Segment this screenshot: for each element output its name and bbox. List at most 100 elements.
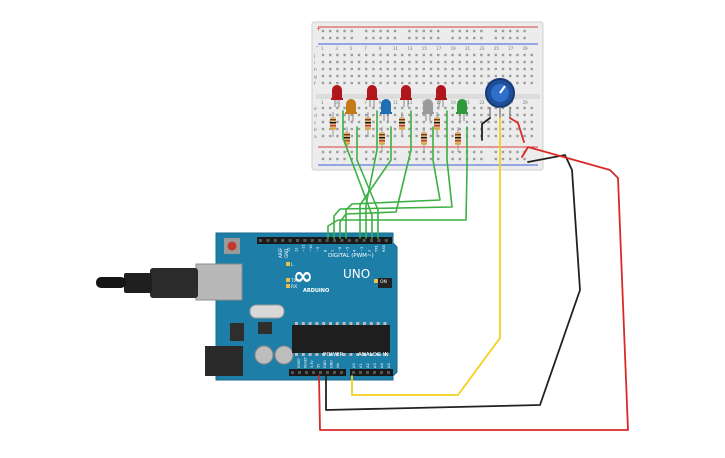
green-wire[interactable] xyxy=(365,110,378,239)
chip-pin xyxy=(342,353,346,356)
resistor[interactable] xyxy=(455,127,461,152)
resistor[interactable] xyxy=(379,127,385,152)
black-wire-ground[interactable] xyxy=(325,154,581,411)
green-wire[interactable] xyxy=(356,126,379,239)
led[interactable] xyxy=(456,99,468,121)
breadboard-hole xyxy=(329,29,332,33)
breadboard-hole xyxy=(480,150,483,154)
breadboard-hole xyxy=(451,53,454,57)
breadboard-hole xyxy=(321,157,325,161)
breadboard-hole xyxy=(415,36,418,40)
breadboard-hole xyxy=(509,60,512,64)
breadboard-hole xyxy=(429,157,433,161)
resistor[interactable] xyxy=(365,112,371,137)
breadboard-hole xyxy=(336,150,339,154)
breadboard-hole xyxy=(379,120,382,124)
power-pin-label: RESET xyxy=(304,356,308,368)
breadboard-hole xyxy=(509,127,512,131)
digital-pin-label: 2 xyxy=(367,250,371,252)
led-body xyxy=(381,99,391,113)
breadboard-hole xyxy=(379,150,382,154)
breadboard-hole xyxy=(523,67,526,71)
breadboard-row-letter: g xyxy=(314,75,317,80)
resistor[interactable] xyxy=(434,112,440,137)
led[interactable] xyxy=(400,85,412,107)
breadboard-hole xyxy=(336,81,339,85)
header-pin xyxy=(288,239,292,242)
breadboard-hole xyxy=(465,36,469,40)
breadboard-row-letter: d xyxy=(314,113,317,119)
header-pin xyxy=(384,239,388,242)
green-wire[interactable] xyxy=(342,110,373,239)
reset-button-cap[interactable] xyxy=(227,241,237,251)
green-wire[interactable] xyxy=(333,110,453,239)
resistor[interactable] xyxy=(399,112,405,137)
breadboard-hole xyxy=(365,74,368,78)
breadboard-hole xyxy=(530,106,533,110)
breadboard-hole xyxy=(386,81,389,85)
breadboard-column-number: 11 xyxy=(393,46,399,51)
arduino-brand-label: ARDUINO xyxy=(303,288,329,294)
resistor[interactable] xyxy=(421,127,427,152)
led[interactable] xyxy=(380,99,392,121)
breadboard-hole xyxy=(465,67,469,71)
breadboard-hole xyxy=(372,157,375,161)
breadboard-hole xyxy=(473,67,476,71)
header-pin xyxy=(333,371,336,374)
yellow-wire-pot-to-a0[interactable] xyxy=(351,117,501,396)
breadboard-hole xyxy=(422,74,425,78)
resistor-band xyxy=(330,122,336,124)
led[interactable] xyxy=(345,99,357,121)
breadboard-hole xyxy=(444,74,447,78)
breadboard-hole xyxy=(386,127,389,131)
breadboard-hole xyxy=(487,53,490,57)
chip-pin xyxy=(295,322,298,325)
breadboard-column-number: 17 xyxy=(436,46,442,51)
breadboard-column-number: 9 xyxy=(379,46,382,51)
green-wire[interactable] xyxy=(327,126,468,239)
resistor[interactable] xyxy=(330,112,336,137)
digital-header-pins xyxy=(259,239,388,242)
red-wire-5v[interactable] xyxy=(318,146,629,431)
breadboard-hole xyxy=(321,150,325,154)
breadboard-hole xyxy=(379,53,382,57)
red-wire-pot-to-rail[interactable] xyxy=(509,117,525,143)
breadboard-hole xyxy=(386,120,389,124)
breadboard-column-number: 21 xyxy=(465,46,471,51)
breadboard-hole xyxy=(422,60,425,64)
led-rim xyxy=(422,112,434,114)
breadboard-row-letter: b xyxy=(314,127,317,133)
breadboard-hole xyxy=(350,127,353,131)
breadboard-hole xyxy=(451,127,454,131)
chip-pin xyxy=(335,353,339,356)
breadboard-hole xyxy=(408,60,411,64)
header-pin xyxy=(333,239,336,242)
breadboard-hole xyxy=(465,120,469,124)
breadboard-hole xyxy=(379,36,382,40)
breadboard-hole xyxy=(357,53,361,57)
breadboard-row-letter: a xyxy=(314,135,317,140)
breadboard-hole xyxy=(393,113,397,117)
led[interactable] xyxy=(422,99,434,121)
potentiometer[interactable] xyxy=(485,78,515,118)
led[interactable] xyxy=(331,85,343,107)
led[interactable] xyxy=(366,85,378,107)
green-wire[interactable] xyxy=(339,110,412,239)
breadboard-hole xyxy=(393,74,397,78)
breadboard-hole xyxy=(329,36,332,40)
chip-pin xyxy=(322,353,326,356)
resistor-band xyxy=(421,137,427,139)
black-wire-pot-to-rail[interactable] xyxy=(481,117,491,141)
green-wire[interactable] xyxy=(345,126,441,239)
breadboard-hole xyxy=(365,60,368,64)
breadboard-hole xyxy=(437,81,440,85)
led-rim xyxy=(331,98,343,100)
led[interactable] xyxy=(435,85,447,107)
digital-pin-label: ~10 xyxy=(309,244,313,252)
digital-pin-label: ~9 xyxy=(316,246,320,252)
breadboard-hole xyxy=(343,106,346,110)
green-wire[interactable] xyxy=(359,126,392,239)
breadboard-hole xyxy=(321,134,325,138)
capacitor-1 xyxy=(254,345,274,365)
